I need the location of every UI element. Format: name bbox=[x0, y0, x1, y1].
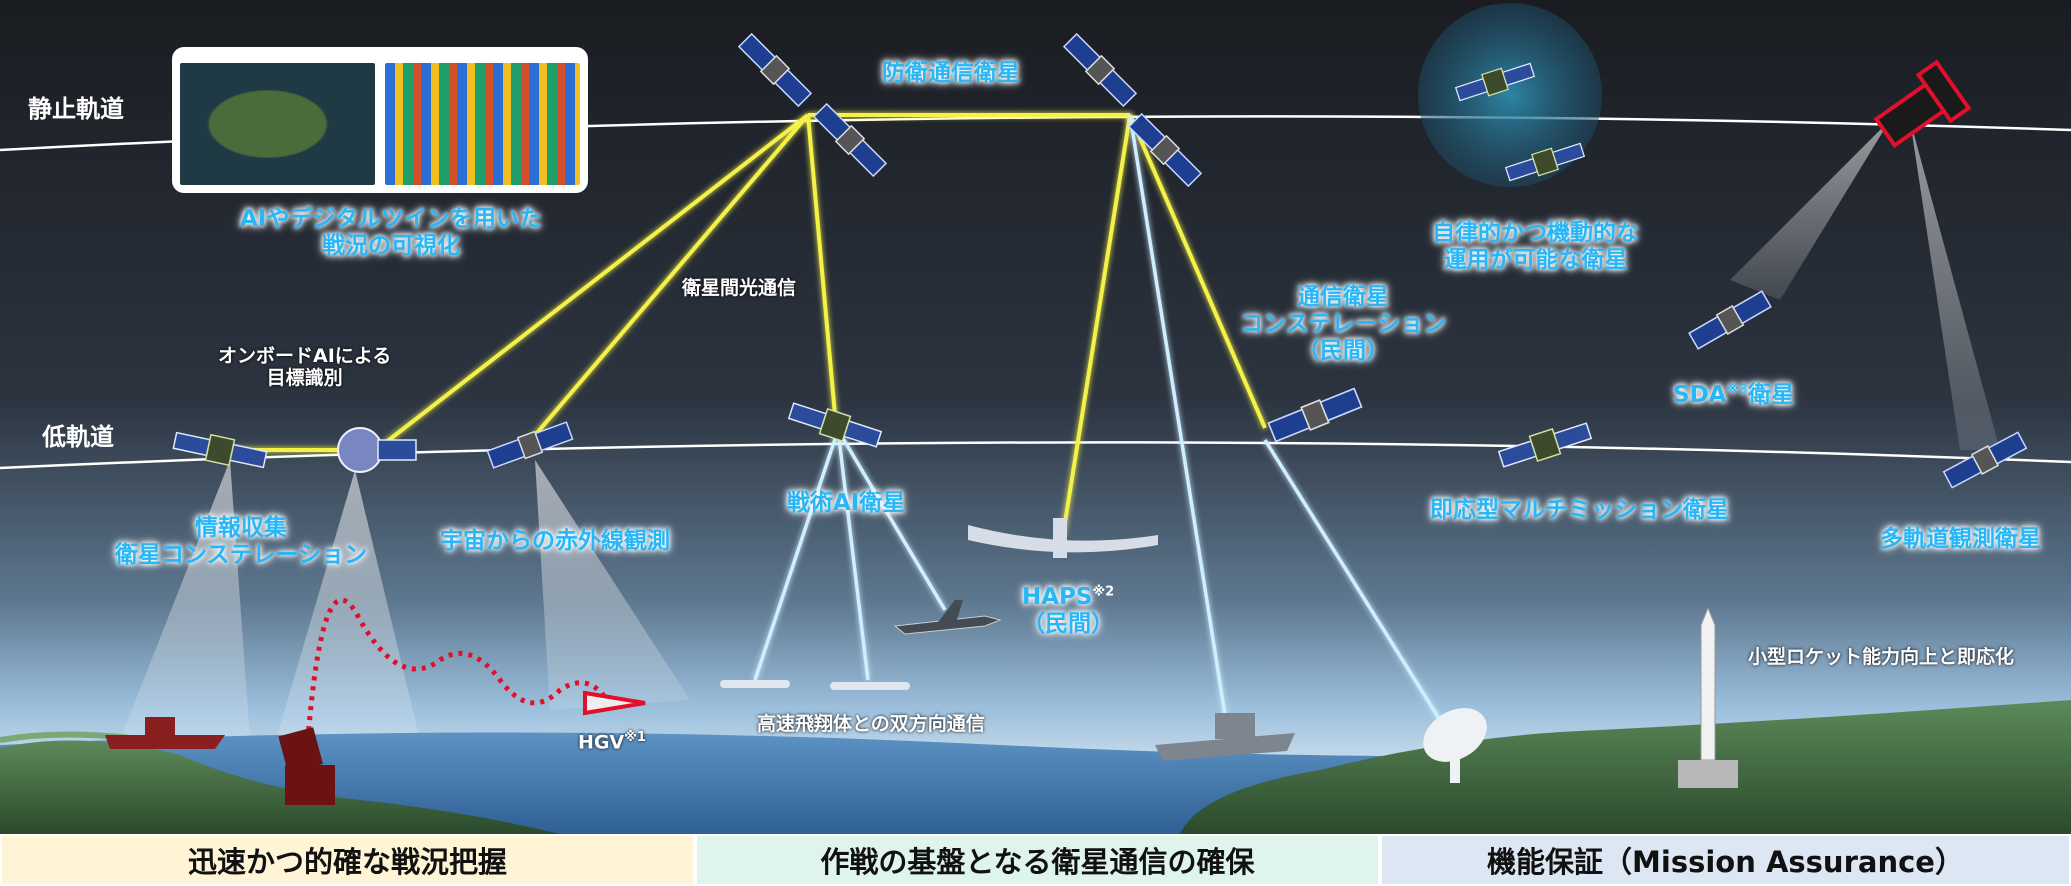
hgv-label: HGV※1 bbox=[578, 730, 646, 754]
ai-digital-twin-label: AIやデジタルツインを用いた 戦況の可視化 bbox=[240, 206, 542, 260]
leo-orbit-line bbox=[0, 441, 2071, 470]
infrared-obs-label: 宇宙からの赤外線観測 bbox=[440, 528, 670, 554]
land-right bbox=[1180, 700, 2071, 834]
panel-situational-awareness: 迅速かつ的確な戦況把握 bbox=[0, 834, 695, 886]
beam-onboard bbox=[270, 470, 420, 760]
panel-mission-assurance: 機能保証（Mission Assurance） bbox=[1380, 834, 2071, 886]
rf-links bbox=[753, 114, 1442, 721]
aircraft-icon bbox=[968, 518, 1158, 558]
hgv-trajectory bbox=[302, 597, 613, 781]
aircraft-icon bbox=[893, 600, 1002, 635]
haps-civil: （民間） bbox=[1022, 611, 1115, 638]
ship-icon bbox=[105, 717, 225, 749]
island-map-thumbnail bbox=[180, 63, 375, 185]
missile-icon bbox=[583, 690, 646, 716]
beam-info-left bbox=[120, 460, 250, 740]
leo-orbit-label: 低軌道 bbox=[42, 423, 114, 451]
info-collection-label: 情報収集 衛星コンステレーション bbox=[115, 515, 368, 569]
beam-infrared bbox=[535, 460, 690, 710]
haps-note: ※2 bbox=[1092, 584, 1115, 600]
satellite-icon bbox=[337, 427, 417, 473]
land-left bbox=[0, 740, 560, 834]
tactical-ai-label: 戦術AI衛星 bbox=[787, 490, 906, 516]
optical-links bbox=[230, 113, 1267, 536]
beam-sda2 bbox=[1910, 120, 2000, 450]
responsive-multi-label: 即応型マルチミッション衛星 bbox=[1430, 497, 1729, 523]
ship-icon bbox=[1155, 713, 1295, 761]
panel-title: 作戦の基盤となる衛星通信の確保 bbox=[820, 845, 1255, 879]
two-way-comms-label: 高速飛翔体との双方向通信 bbox=[757, 713, 985, 735]
hgv-name: HGV bbox=[578, 731, 625, 754]
missile-icon bbox=[720, 680, 790, 688]
comms-constellation-label: 通信衛星 コンステレーション （民間） bbox=[1240, 284, 1447, 365]
launcher-icon bbox=[278, 727, 335, 805]
panel-title: 機能保証（Mission Assurance） bbox=[1487, 845, 1964, 879]
haps-label: HAPS※2 （民間） bbox=[1022, 584, 1114, 638]
small-rocket-label: 小型ロケット能力向上と即応化 bbox=[1748, 646, 2015, 668]
geo-orbit-label: 静止軌道 bbox=[28, 95, 124, 123]
beam-sda bbox=[1730, 120, 1890, 300]
digital-twin-thumbnail bbox=[385, 63, 580, 185]
haps-name: HAPS bbox=[1022, 584, 1093, 610]
satellite-icon bbox=[1873, 59, 1972, 149]
visualization-thumbnails bbox=[172, 47, 588, 193]
rocket-icon bbox=[1678, 606, 1738, 788]
sda-label: SDA※3衛星 bbox=[1673, 382, 1794, 409]
panel-title: 迅速かつ的確な戦況把握 bbox=[187, 845, 507, 879]
multi-orbit-label: 多軌道観測衛星 bbox=[1880, 526, 2041, 552]
sda-name: SDA bbox=[1673, 382, 1727, 408]
defense-comms-sat-label: 防衛通信衛星 bbox=[882, 60, 1020, 86]
sda-note: ※3 bbox=[1726, 382, 1749, 398]
antenna-icon bbox=[1423, 708, 1487, 783]
missile-icon bbox=[830, 682, 910, 690]
autonomous-sat-glow bbox=[1418, 3, 1602, 187]
autonomous-sat-label: 自律的かつ機動的な 運用が可能な衛星 bbox=[1432, 220, 1639, 274]
inter-sat-optical-label: 衛星間光通信 bbox=[682, 277, 797, 299]
onboard-ai-label: オンボードAIによる 目標識別 bbox=[218, 345, 392, 390]
panel-satcom: 作戦の基盤となる衛星通信の確保 bbox=[695, 834, 1380, 886]
sda-suffix: 衛星 bbox=[1748, 382, 1795, 408]
hgv-note: ※1 bbox=[624, 730, 646, 745]
